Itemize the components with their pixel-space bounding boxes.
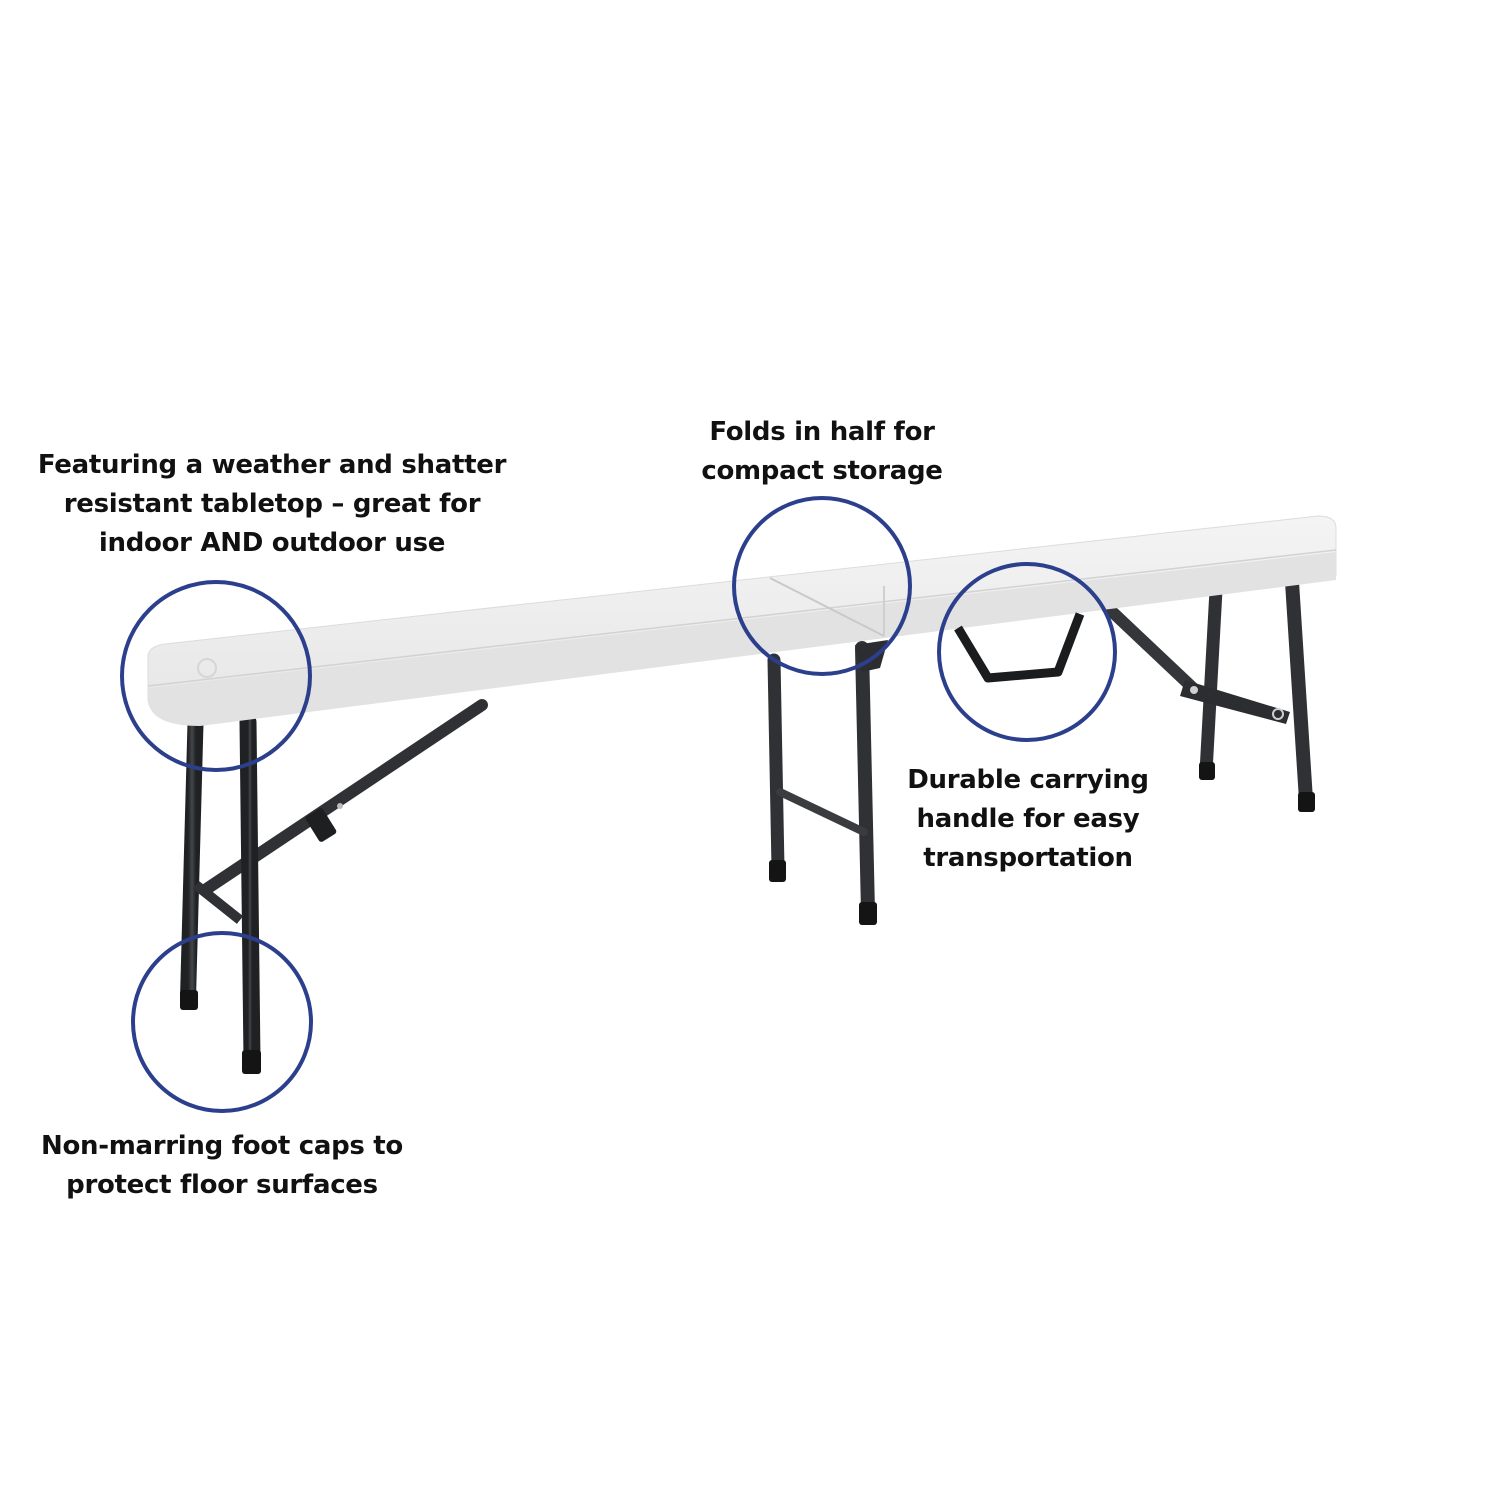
callout-line: Non-marring foot caps to: [41, 1131, 403, 1161]
callout-line: handle for easy: [916, 804, 1140, 834]
callout-line: Durable carrying: [907, 765, 1149, 795]
foot-cap-icon: [242, 1050, 261, 1074]
callout-circles: [120, 496, 1117, 1113]
tabletop-callout-circle: [120, 580, 312, 772]
handle-callout: Durable carrying handle for easy transpo…: [878, 761, 1178, 878]
foot-cap-icon: [1199, 762, 1215, 780]
callout-line: compact storage: [701, 456, 943, 486]
right-leg-assembly: [1099, 575, 1315, 812]
middle-leg-assembly: [767, 640, 888, 925]
foot-caps-callout: Non-marring foot caps to protect floor s…: [22, 1127, 422, 1205]
callout-line: protect floor surfaces: [66, 1170, 378, 1200]
foot-cap-icon: [180, 990, 198, 1010]
fold-callout-circle: [732, 496, 912, 676]
fold-callout: Folds in half for compact storage: [672, 413, 972, 491]
carrying-handle-icon: [954, 612, 1085, 683]
left-leg-assembly: [180, 697, 488, 1074]
callout-line: Featuring a weather and shatter: [37, 450, 507, 480]
tabletop-callout: Featuring a weather and shatter resistan…: [30, 446, 514, 563]
callout-line: transportation: [923, 843, 1133, 873]
foot-cap-icon: [859, 902, 877, 925]
handle-callout-circle: [937, 562, 1117, 742]
foot-cap-icon: [1298, 792, 1315, 812]
foot-cap-icon: [769, 860, 786, 882]
callout-line: resistant tabletop – great for: [63, 489, 481, 519]
foot-caps-callout-circle: [131, 931, 313, 1113]
callout-line: Folds in half for: [709, 417, 935, 447]
callout-line: indoor AND outdoor use: [98, 528, 446, 558]
